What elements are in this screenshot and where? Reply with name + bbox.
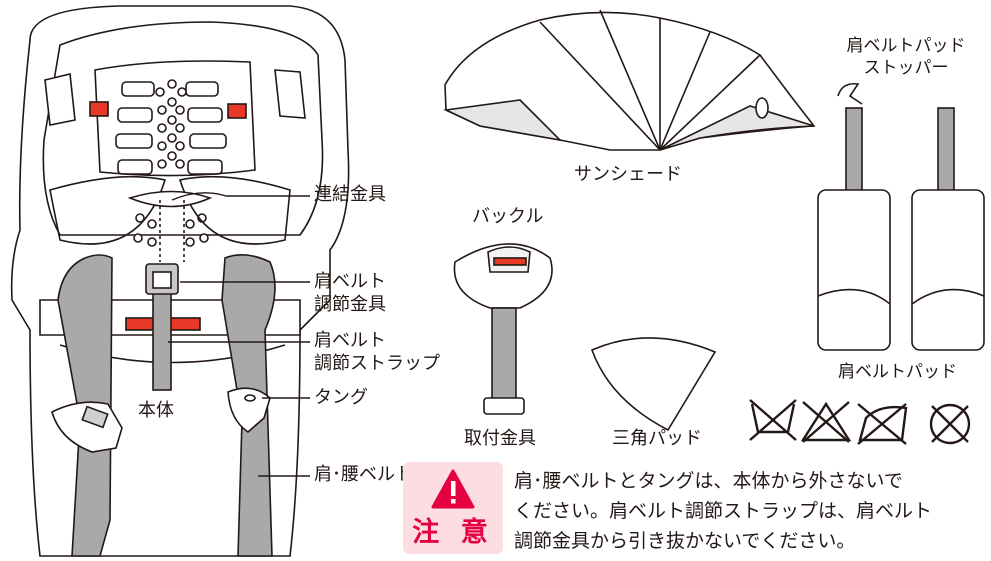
tongue-right (227, 387, 271, 434)
shoulder-waist-belt-label: 肩･腰ベルト (314, 464, 413, 485)
tongue-label: タング (314, 387, 368, 408)
shoulder-adjuster-label-1: 肩ベルト (314, 271, 386, 292)
shoulder-pad-label: 肩ベルトパッド (838, 362, 957, 382)
caution-line: 調節金具から引き抜かないでください。 (514, 530, 856, 552)
no-dryclean-icon (929, 403, 971, 445)
caution-word: 注 意 (412, 517, 494, 548)
caution-line: 肩･腰ベルトとタングは、本体から外さないで (514, 470, 903, 492)
no-iron-icon (857, 403, 908, 445)
connector-label: 連結金具 (314, 184, 386, 205)
buckle-label: バックル (472, 206, 544, 227)
shoulder-adjuster-label-2: 調節金具 (314, 294, 386, 315)
caution-text: 肩･腰ベルトとタングは、本体から外さないで ください。肩ベルト調節ストラップは、… (514, 466, 990, 556)
tongue-left (51, 401, 123, 453)
body-label: 本体 (138, 400, 174, 421)
triangle-pad-label: 三角パッド (612, 428, 702, 449)
sunshade (443, 9, 816, 151)
warning-icon (431, 469, 475, 509)
caution-line: ください。肩ベルト調節ストラップは、肩ベルト (514, 500, 933, 522)
shoulder-pad-stoppers (817, 82, 985, 351)
leader-lines (168, 192, 310, 477)
no-wash-icon (749, 399, 797, 441)
triangle-pad (590, 337, 717, 432)
stopper-label-2: ストッパー (863, 58, 949, 78)
buckle (453, 243, 553, 415)
care-icons (749, 399, 971, 445)
sunshade-label: サンシェード (574, 164, 682, 185)
adjust-strap-label-2: 調節ストラップ (314, 353, 440, 374)
mount-fitting-label: 取付金具 (464, 428, 536, 449)
adjust-strap-label-1: 肩ベルト (314, 330, 386, 351)
stopper-label-1: 肩ベルトパッド (846, 36, 966, 56)
no-bleach-icon (800, 401, 852, 443)
